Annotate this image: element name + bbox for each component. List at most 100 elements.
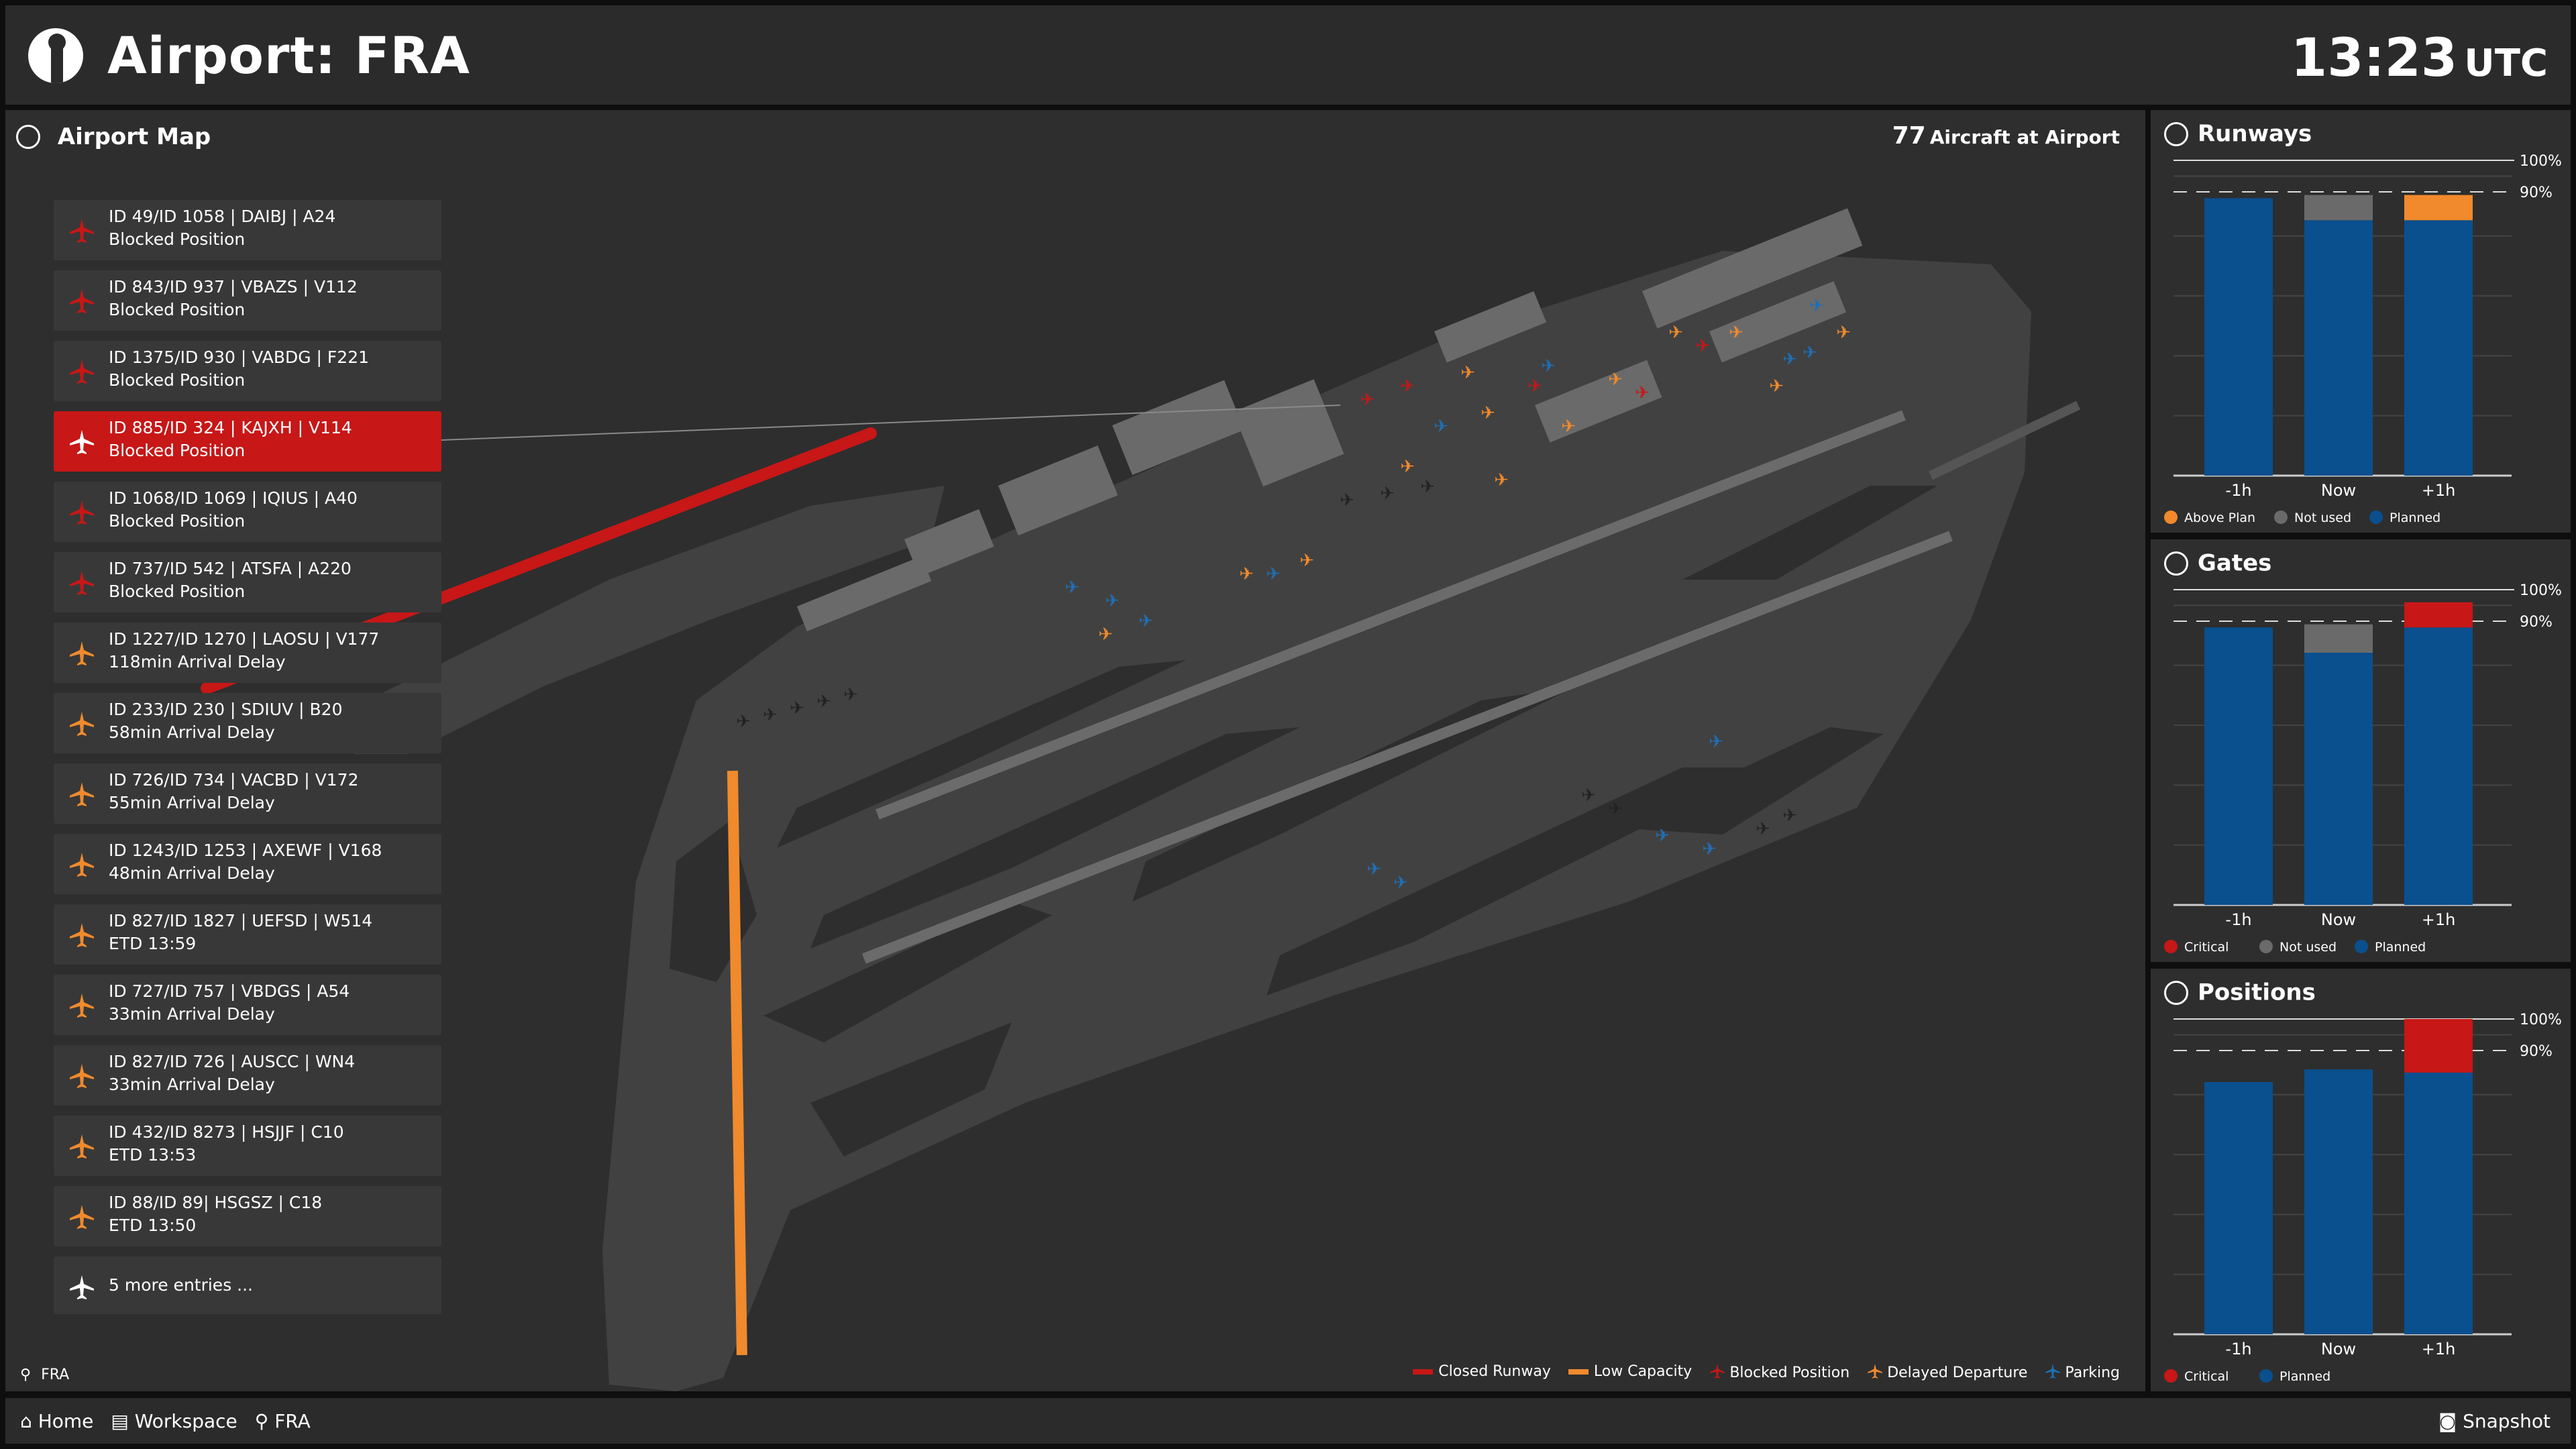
alert-item-id: ID 88/ID 89| HSGSZ | C18 xyxy=(109,1193,323,1212)
aircraft-marker[interactable]: ✈ xyxy=(1065,578,1079,598)
aircraft-marker[interactable]: ✈ xyxy=(1360,390,1375,410)
clock-tz: UTC xyxy=(2464,42,2548,85)
aircraft-marker[interactable]: ✈ xyxy=(1668,323,1683,343)
snapshot-button[interactable]: ◙ Snapshot xyxy=(2438,1410,2551,1432)
aircraft-marker[interactable]: ✈ xyxy=(1494,470,1509,490)
aircraft-marker[interactable]: ✈ xyxy=(790,698,804,718)
alert-item-status: 55min Arrival Delay xyxy=(109,793,275,812)
aircraft-marker[interactable]: ✈ xyxy=(1400,376,1415,396)
aircraft-count-label: Aircraft at Airport xyxy=(1929,126,2120,148)
aircraft-marker[interactable]: ✈ xyxy=(1266,564,1281,584)
side-panel-title: Runways xyxy=(2198,120,2312,148)
side-panel-title: Gates xyxy=(2198,549,2272,577)
low-capacity-runway[interactable] xyxy=(727,770,747,1356)
legend-label: Critical xyxy=(2184,1369,2229,1384)
legend-entry: Blocked Position xyxy=(1709,1363,1849,1383)
aircraft-marker[interactable]: ✈ xyxy=(843,685,858,705)
legend-plane-icon xyxy=(2045,1364,2061,1383)
aircraft-marker[interactable]: ✈ xyxy=(1299,551,1314,571)
aircraft-marker[interactable]: ✈ xyxy=(1541,356,1556,376)
aircraft-marker[interactable]: ✈ xyxy=(1581,786,1596,806)
alert-item[interactable]: ID 726/ID 734 | VACBD | V172 55min Arriva… xyxy=(54,763,441,824)
alert-item-id: ID 827/ID 1827 | UEFSD | W514 xyxy=(109,911,373,930)
aircraft-marker[interactable]: ✈ xyxy=(1561,417,1576,437)
alert-item-id: ID 843/ID 937 | VBAZS | V112 xyxy=(109,277,358,297)
legend-dot xyxy=(2164,511,2178,524)
legend-label: Closed Runway xyxy=(1438,1363,1551,1380)
airport-map-panel: ✈ ✈ ✈ ✈ ✈ ✈ ✈ ✈ ✈ ✈ ✈ ✈ ✈ ✈ ✈ ✈ ✈ ✈ ✈ ✈ ✈ ✈ ✈ ✈ ✈ ✈ ✈ ✈ ✈ ✈ ✈ ✈ ✈ ✈ ✈ ✈ ✈ ✈ ✈ ✈… xyxy=(5,110,2145,1391)
aircraft-marker[interactable]: ✈ xyxy=(1380,484,1395,504)
aircraft-marker[interactable]: ✈ xyxy=(1803,343,1817,363)
aircraft-marker[interactable]: ✈ xyxy=(1756,819,1770,839)
alert-item-id: ID 1227/ID 1270 | LAOSU | V177 xyxy=(109,629,380,649)
aircraft-marker[interactable]: ✈ xyxy=(1460,363,1475,383)
aircraft-marker[interactable]: ✈ xyxy=(1608,370,1623,390)
aircraft-marker[interactable]: ✈ xyxy=(1702,839,1717,859)
workspace-link[interactable]: ▤ Workspace xyxy=(111,1410,237,1432)
legend-label: Planned xyxy=(2279,1369,2330,1384)
aircraft-marker[interactable]: ✈ xyxy=(1608,799,1623,819)
more-entries-item[interactable]: 5 more entries ... xyxy=(54,1256,441,1314)
aircraft-marker[interactable]: ✈ xyxy=(816,692,831,712)
legend-label: Not used xyxy=(2279,940,2337,955)
alert-item-status: Blocked Position xyxy=(109,370,246,390)
legend-swatch xyxy=(1568,1369,1589,1375)
airplane-icon xyxy=(68,288,95,315)
aircraft-marker[interactable]: ✈ xyxy=(1138,611,1153,631)
aircraft-marker[interactable]: ✈ xyxy=(1393,873,1408,893)
home-link[interactable]: ⌂ Home xyxy=(20,1410,94,1432)
aircraft-marker[interactable]: ✈ xyxy=(1098,625,1113,645)
footer-nav: ⌂ Home ▤ Workspace ⚲ FRA xyxy=(20,1410,311,1432)
aircraft-marker[interactable]: ✈ xyxy=(1809,296,1824,316)
airplane-icon xyxy=(68,217,95,244)
aircraft-marker[interactable]: ✈ xyxy=(1527,376,1542,396)
aircraft-marker[interactable]: ✈ xyxy=(736,712,751,732)
aircraft-marker[interactable]: ✈ xyxy=(1782,350,1797,370)
aircraft-marker[interactable]: ✈ xyxy=(1782,806,1797,826)
aircraft-marker[interactable]: ✈ xyxy=(1400,457,1415,477)
aircraft-marker[interactable]: ✈ xyxy=(1695,336,1710,356)
aircraft-marker[interactable]: ✈ xyxy=(1434,417,1448,437)
legend-entry: Delayed Departure xyxy=(1867,1363,2027,1383)
bar-segment xyxy=(2404,195,2473,221)
aircraft-marker[interactable]: ✈ xyxy=(1340,490,1354,511)
search-link[interactable]: ⚲ FRA xyxy=(255,1410,311,1432)
alert-item-status: ETD 13:50 xyxy=(109,1216,197,1235)
aircraft-marker[interactable]: ✈ xyxy=(1239,564,1254,584)
aircraft-marker[interactable]: ✈ xyxy=(1729,323,1743,343)
alert-item-id: ID 726/ID 734 | VACBD | V172 xyxy=(109,770,359,790)
aircraft-marker[interactable]: ✈ xyxy=(1105,591,1120,611)
aircraft-marker[interactable]: ✈ xyxy=(1420,477,1435,497)
bar-segment xyxy=(2304,624,2373,653)
aircraft-marker[interactable]: ✈ xyxy=(763,705,777,725)
side-panel-title: Positions xyxy=(2198,979,2316,1006)
legend-plane-icon xyxy=(1867,1364,1883,1383)
aircraft-marker[interactable]: ✈ xyxy=(1709,732,1723,752)
aircraft-marker[interactable]: ✈ xyxy=(1836,323,1851,343)
category-label: +1h xyxy=(2422,910,2456,929)
aircraft-marker[interactable]: ✈ xyxy=(1769,376,1784,396)
aircraft-marker[interactable]: ✈ xyxy=(1481,403,1495,423)
aircraft-marker[interactable]: ✈ xyxy=(1635,383,1650,403)
aircraft-marker[interactable]: ✈ xyxy=(1366,859,1381,879)
aircraft-marker[interactable]: ✈ xyxy=(1655,826,1670,846)
alert-item-id: ID 727/ID 757 | VBDGS | A54 xyxy=(109,981,350,1001)
airplane-icon xyxy=(68,499,95,526)
aircraft-markers[interactable]: ✈ ✈ ✈ ✈ ✈ ✈ ✈ ✈ ✈ ✈ ✈ ✈ ✈ ✈ ✈ ✈ ✈ ✈ ✈ ✈ ✈ ✈ ✈ ✈ ✈ ✈ ✈ ✈ ✈ ✈ ✈ ✈ ✈ ✈ ✈ ✈ ✈ ✈ ✈ ✈… xyxy=(736,296,1851,893)
